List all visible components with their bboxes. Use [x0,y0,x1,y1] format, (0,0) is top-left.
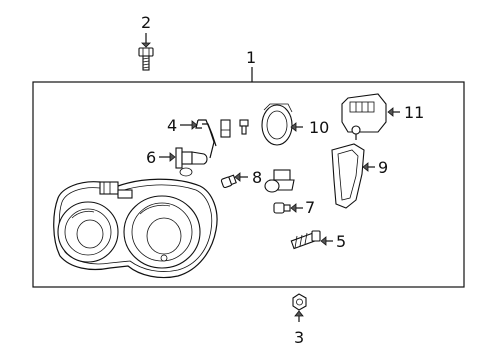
part-7-bulb: 7 [273,198,315,217]
assembly-frame [32,81,465,288]
callout-8-label: 8 [252,168,262,187]
headlamp-housing [53,178,218,279]
part-10-ring: 10 [261,103,329,146]
callout-5-label: 5 [336,232,346,251]
part-8-bulb: 8 [220,168,262,189]
callout-10-label: 10 [309,118,329,137]
part-11-socket: 11 [341,93,424,140]
callout-6-label: 6 [146,148,156,167]
callout-7-label: 7 [305,198,315,217]
turn-signal-bulb [264,169,295,193]
callout-1-label: 1 [246,48,256,67]
part-6-bulb: 6 [146,147,208,177]
small-screw [239,119,249,135]
part-9-housing: 9 [331,143,388,209]
part-2-bolt: 2 [138,13,154,71]
part-4-wire: 4 [167,116,231,159]
callout-2-label: 2 [141,13,151,32]
callout-4-label: 4 [167,116,177,135]
part-3-nut: 3 [292,293,307,347]
part-5-bolt: 5 [290,230,346,251]
callout-1: 1 [246,48,256,82]
callout-9-label: 9 [378,158,388,177]
callout-3-label: 3 [294,328,304,347]
callout-11-label: 11 [404,103,424,122]
